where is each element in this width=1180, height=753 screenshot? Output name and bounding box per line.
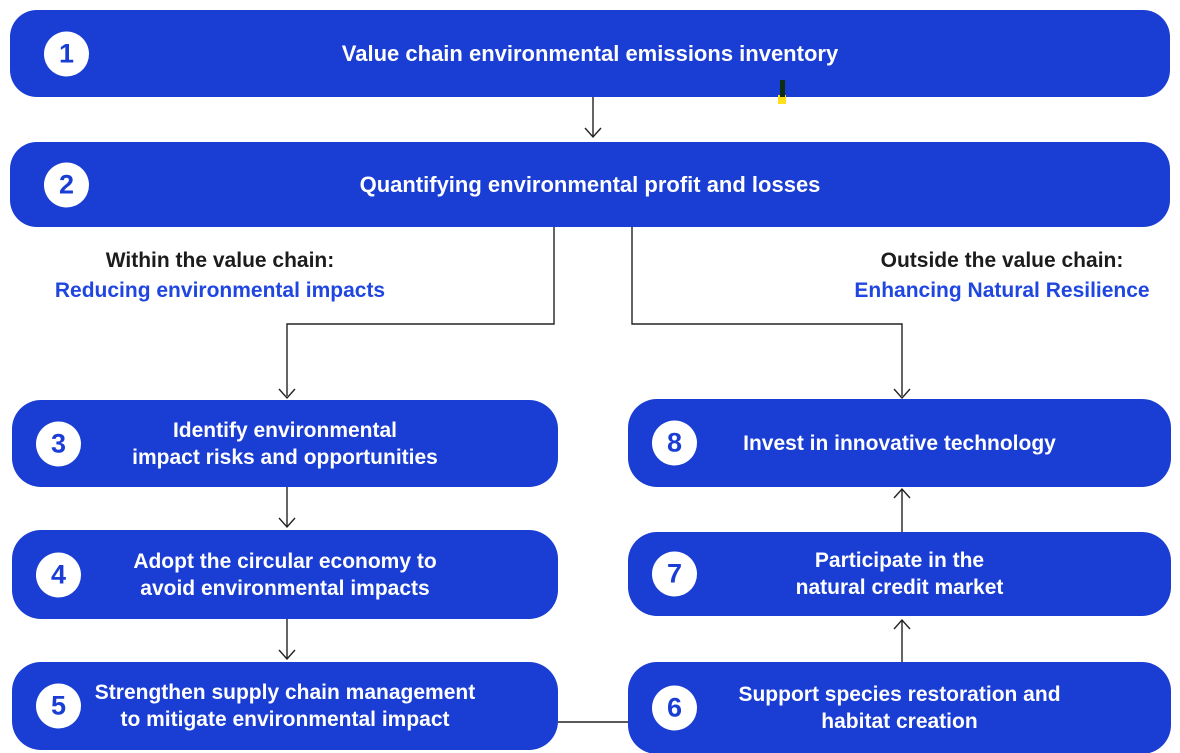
step-label-2: Quantifying environmental profit and los… xyxy=(359,171,821,197)
step-label-1: Value chain environmental emissions inve… xyxy=(341,40,839,66)
branch-right-subheading: Enhancing Natural Resilience xyxy=(854,279,1150,302)
step-label-5: Strengthen supply chain management to mi… xyxy=(94,681,476,731)
step-badge-3: 3 xyxy=(36,421,81,466)
step-box-3: 3 Identify environmental impact risks an… xyxy=(12,400,558,487)
step-box-1: 1 Value chain environmental emissions in… xyxy=(10,10,1170,97)
branch-label-left: Within the value chain: Reducing environ… xyxy=(0,246,440,306)
step-badge-2: 2 xyxy=(44,162,89,207)
step-badge-5: 5 xyxy=(36,683,81,729)
step-number-4: 4 xyxy=(50,559,67,589)
branch-left-heading: Within the value chain: xyxy=(105,249,335,272)
step-box-4: 4 Adopt the circular economy to avoid en… xyxy=(12,530,558,619)
step-box-6: 6 Support species restoration and habita… xyxy=(628,662,1171,753)
step-box-2: 2 Quantifying environmental profit and l… xyxy=(10,142,1170,227)
arrow-step4-to-step5 xyxy=(278,619,296,661)
caret-marker-icon xyxy=(780,80,785,97)
caret-marker-yellow xyxy=(778,95,786,104)
step-box-8: 8 Invest in innovative technology xyxy=(628,399,1171,487)
branch-left-subheading: Reducing environmental impacts xyxy=(54,279,386,302)
step-number-8: 8 xyxy=(666,427,683,458)
step-label-3: Identify environmental impact risks and … xyxy=(132,418,438,469)
step-label-6: Support species restoration and habitat … xyxy=(738,683,1061,733)
step-number-1: 1 xyxy=(58,38,75,68)
step-label-8: Invest in innovative technology xyxy=(743,431,1056,455)
step-badge-7: 7 xyxy=(652,551,697,597)
step-number-2: 2 xyxy=(58,169,75,199)
step-label-7: Participate in the natural credit market xyxy=(795,549,1004,599)
branch-right-heading: Outside the value chain: xyxy=(880,249,1124,272)
branch-label-right: Outside the value chain: Enhancing Natur… xyxy=(822,246,1180,306)
step-box-7: 7 Participate in the natural credit mark… xyxy=(628,532,1171,616)
step-number-5: 5 xyxy=(50,690,67,721)
step-number-6: 6 xyxy=(666,692,683,723)
step-badge-6: 6 xyxy=(652,685,697,731)
step-label-4: Adopt the circular economy to avoid envi… xyxy=(133,549,437,600)
step-badge-4: 4 xyxy=(36,552,81,597)
arrow-step6-to-step7 xyxy=(893,618,911,662)
step-number-7: 7 xyxy=(666,558,683,589)
step-number-3: 3 xyxy=(50,428,67,458)
step-badge-1: 1 xyxy=(44,31,89,76)
arrow-step7-to-step8 xyxy=(893,487,911,532)
arrow-step3-to-step4 xyxy=(278,487,296,529)
step-badge-8: 8 xyxy=(652,420,697,466)
arrow-step1-to-step2 xyxy=(584,97,602,139)
step-box-5: 5 Strengthen supply chain management to … xyxy=(12,662,558,750)
